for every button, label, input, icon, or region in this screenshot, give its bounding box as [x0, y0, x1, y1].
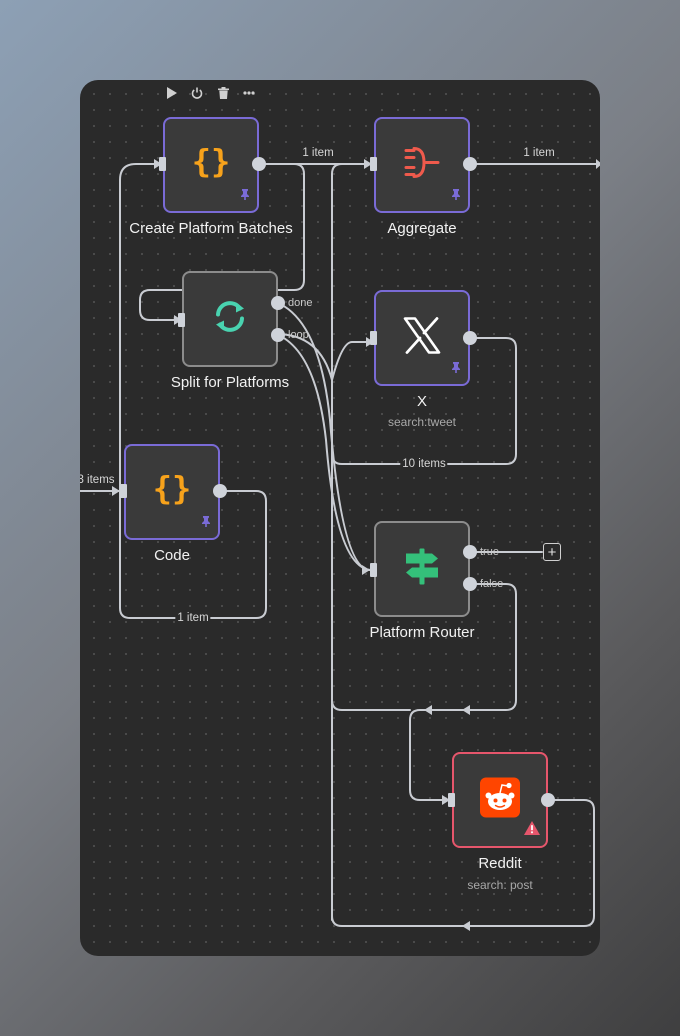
input-port[interactable]	[370, 563, 377, 577]
pin-icon	[450, 187, 462, 205]
x-logo-icon	[403, 317, 441, 360]
output-port-done[interactable]	[271, 296, 285, 310]
edge-return-aggregate	[331, 163, 375, 921]
output-port[interactable]	[252, 157, 266, 171]
edge-loop-router	[275, 333, 371, 571]
node-subtitle: search: post	[467, 878, 533, 892]
reddit-logo-icon	[480, 777, 520, 823]
signpost-icon	[402, 547, 442, 592]
input-port[interactable]	[178, 313, 185, 327]
node-label: Aggregate	[387, 220, 457, 237]
arrow-router-in	[362, 565, 370, 575]
node-label: X	[416, 393, 428, 410]
edge-label: 3 items	[80, 474, 117, 486]
pin-icon	[200, 514, 212, 532]
code-braces-icon: {}	[152, 470, 192, 515]
node-label: Reddit	[478, 855, 522, 872]
node-label: Code	[154, 547, 190, 564]
node-platform-router[interactable]	[374, 521, 470, 617]
edge-label: 1 item	[521, 147, 557, 159]
output-port-false[interactable]	[463, 577, 477, 591]
node-aggregate[interactable]	[374, 117, 470, 213]
pin-icon	[450, 360, 462, 378]
node-code[interactable]: {}	[124, 444, 220, 540]
node-reddit[interactable]	[452, 752, 548, 848]
arrow-merge-1	[462, 705, 470, 715]
port-label-loop: loop	[288, 329, 309, 341]
svg-text:{}: {}	[153, 470, 192, 508]
node-create-platform-batches[interactable]: {}	[163, 117, 259, 213]
port-label-done: done	[288, 297, 313, 309]
input-port[interactable]	[448, 793, 455, 807]
input-port[interactable]	[370, 157, 377, 171]
input-port[interactable]	[370, 331, 377, 345]
port-label-true: true	[480, 546, 499, 558]
node-split-for-platforms[interactable]	[182, 271, 278, 367]
more-icon[interactable]	[242, 86, 256, 100]
output-port[interactable]	[541, 793, 555, 807]
node-label: Create Platform Batches	[129, 220, 293, 237]
node-x[interactable]	[374, 290, 470, 386]
output-port[interactable]	[213, 484, 227, 498]
node-toolbar	[164, 86, 256, 100]
output-port[interactable]	[463, 157, 477, 171]
input-port[interactable]	[120, 484, 127, 498]
code-braces-icon: {}	[191, 143, 231, 188]
svg-text:{}: {}	[192, 143, 231, 181]
node-label: Split for Platforms	[170, 374, 290, 391]
arrow-reddit-return	[462, 921, 470, 931]
edge-label: 1 item	[175, 612, 211, 624]
add-node-button[interactable]: +	[543, 543, 561, 561]
trash-icon[interactable]	[216, 86, 230, 100]
pin-icon	[239, 187, 251, 205]
arrow-aggregate-out	[596, 159, 600, 169]
aggregate-icon	[402, 145, 442, 186]
loop-arrows-icon	[210, 297, 250, 342]
edge-done-router	[275, 301, 371, 571]
arrow-code-in	[112, 486, 120, 496]
arrow-merge-2	[424, 705, 432, 715]
output-port[interactable]	[463, 331, 477, 345]
power-icon[interactable]	[190, 86, 204, 100]
edge-label: 1 item	[300, 147, 336, 159]
input-port[interactable]	[159, 157, 166, 171]
node-label: Platform Router	[369, 624, 475, 641]
port-label-false: false	[480, 578, 504, 590]
edge-merge	[331, 699, 411, 711]
play-icon[interactable]	[164, 86, 178, 100]
edge-label: 10 items	[400, 458, 448, 470]
output-port-true[interactable]	[463, 545, 477, 559]
output-port-loop[interactable]	[271, 328, 285, 342]
workflow-canvas[interactable]: {} Create Platform Batches Aggregate 1 i…	[80, 80, 600, 956]
warning-icon[interactable]	[524, 821, 540, 840]
node-subtitle: search:tweet	[387, 415, 457, 429]
